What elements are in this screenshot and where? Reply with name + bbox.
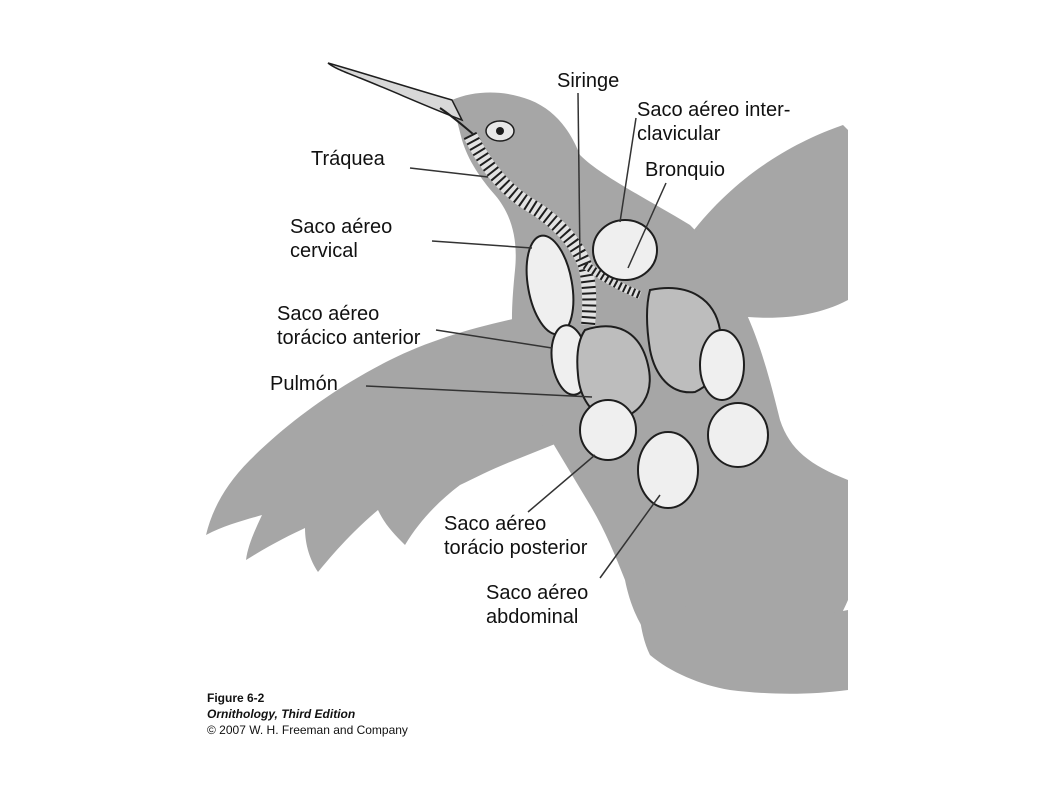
leader-bronquio <box>627 182 667 269</box>
caption-copyright: © 2007 W. H. Freeman and Company <box>207 723 408 737</box>
right-abdominal-sac <box>707 402 769 468</box>
label-traquea: Tráquea <box>311 148 385 170</box>
posterior-thoracic-sac <box>579 399 637 461</box>
label-siringe: Siringe <box>557 70 620 92</box>
label-saco-toracico-posterior-line1: Saco aéreo <box>444 513 547 535</box>
leader-lines <box>365 92 667 579</box>
label-saco-toracico-anterior-line1: Saco aéreo <box>277 303 380 325</box>
bronchi <box>582 261 642 299</box>
interclavicular-sac <box>592 219 658 281</box>
label-saco-abdominal-line2: abdominal <box>486 606 579 628</box>
abdominal-sac <box>637 431 699 509</box>
label-saco-cervical-line2: cervical <box>290 240 358 262</box>
label-saco-abdominal-line1: Saco aéreo <box>486 582 589 604</box>
right-wing <box>690 125 848 318</box>
figure-caption: Figure 6-2 Ornithology, Third Edition © … <box>207 690 408 738</box>
leader-interclavicular <box>619 117 637 223</box>
right-anterior-sac <box>699 329 745 401</box>
leader-traquea <box>409 167 489 178</box>
trachea <box>463 131 597 326</box>
label-bronquio: Bronquio <box>645 159 726 181</box>
leader-abdominal <box>599 494 661 579</box>
label-saco-toracico-posterior-line2: torácio posterior <box>444 537 588 559</box>
left-wing <box>206 310 590 572</box>
eye <box>485 120 515 142</box>
tail <box>638 580 848 694</box>
label-saco-cervical-line1: Saco aéreo <box>290 216 393 238</box>
leader-pulmon <box>365 385 593 398</box>
label-saco-toracico-anterior-line2: torácico anterior <box>277 327 421 349</box>
caption-figure-number: Figure 6-2 <box>207 691 265 705</box>
label-saco-interclavicular-line1: Saco aéreo inter- <box>637 99 791 121</box>
leader-cervical <box>431 240 533 249</box>
leader-toracico-anterior <box>435 329 553 349</box>
leader-siringe <box>577 92 581 261</box>
label-pulmon: Pulmón <box>270 373 338 395</box>
beak <box>327 62 464 122</box>
leader-toracico-posterior <box>527 454 596 513</box>
air-sacs <box>525 219 769 509</box>
label-saco-interclavicular-line2: clavicular <box>637 123 721 145</box>
caption-book-title: Ornithology, Third Edition <box>207 707 356 721</box>
